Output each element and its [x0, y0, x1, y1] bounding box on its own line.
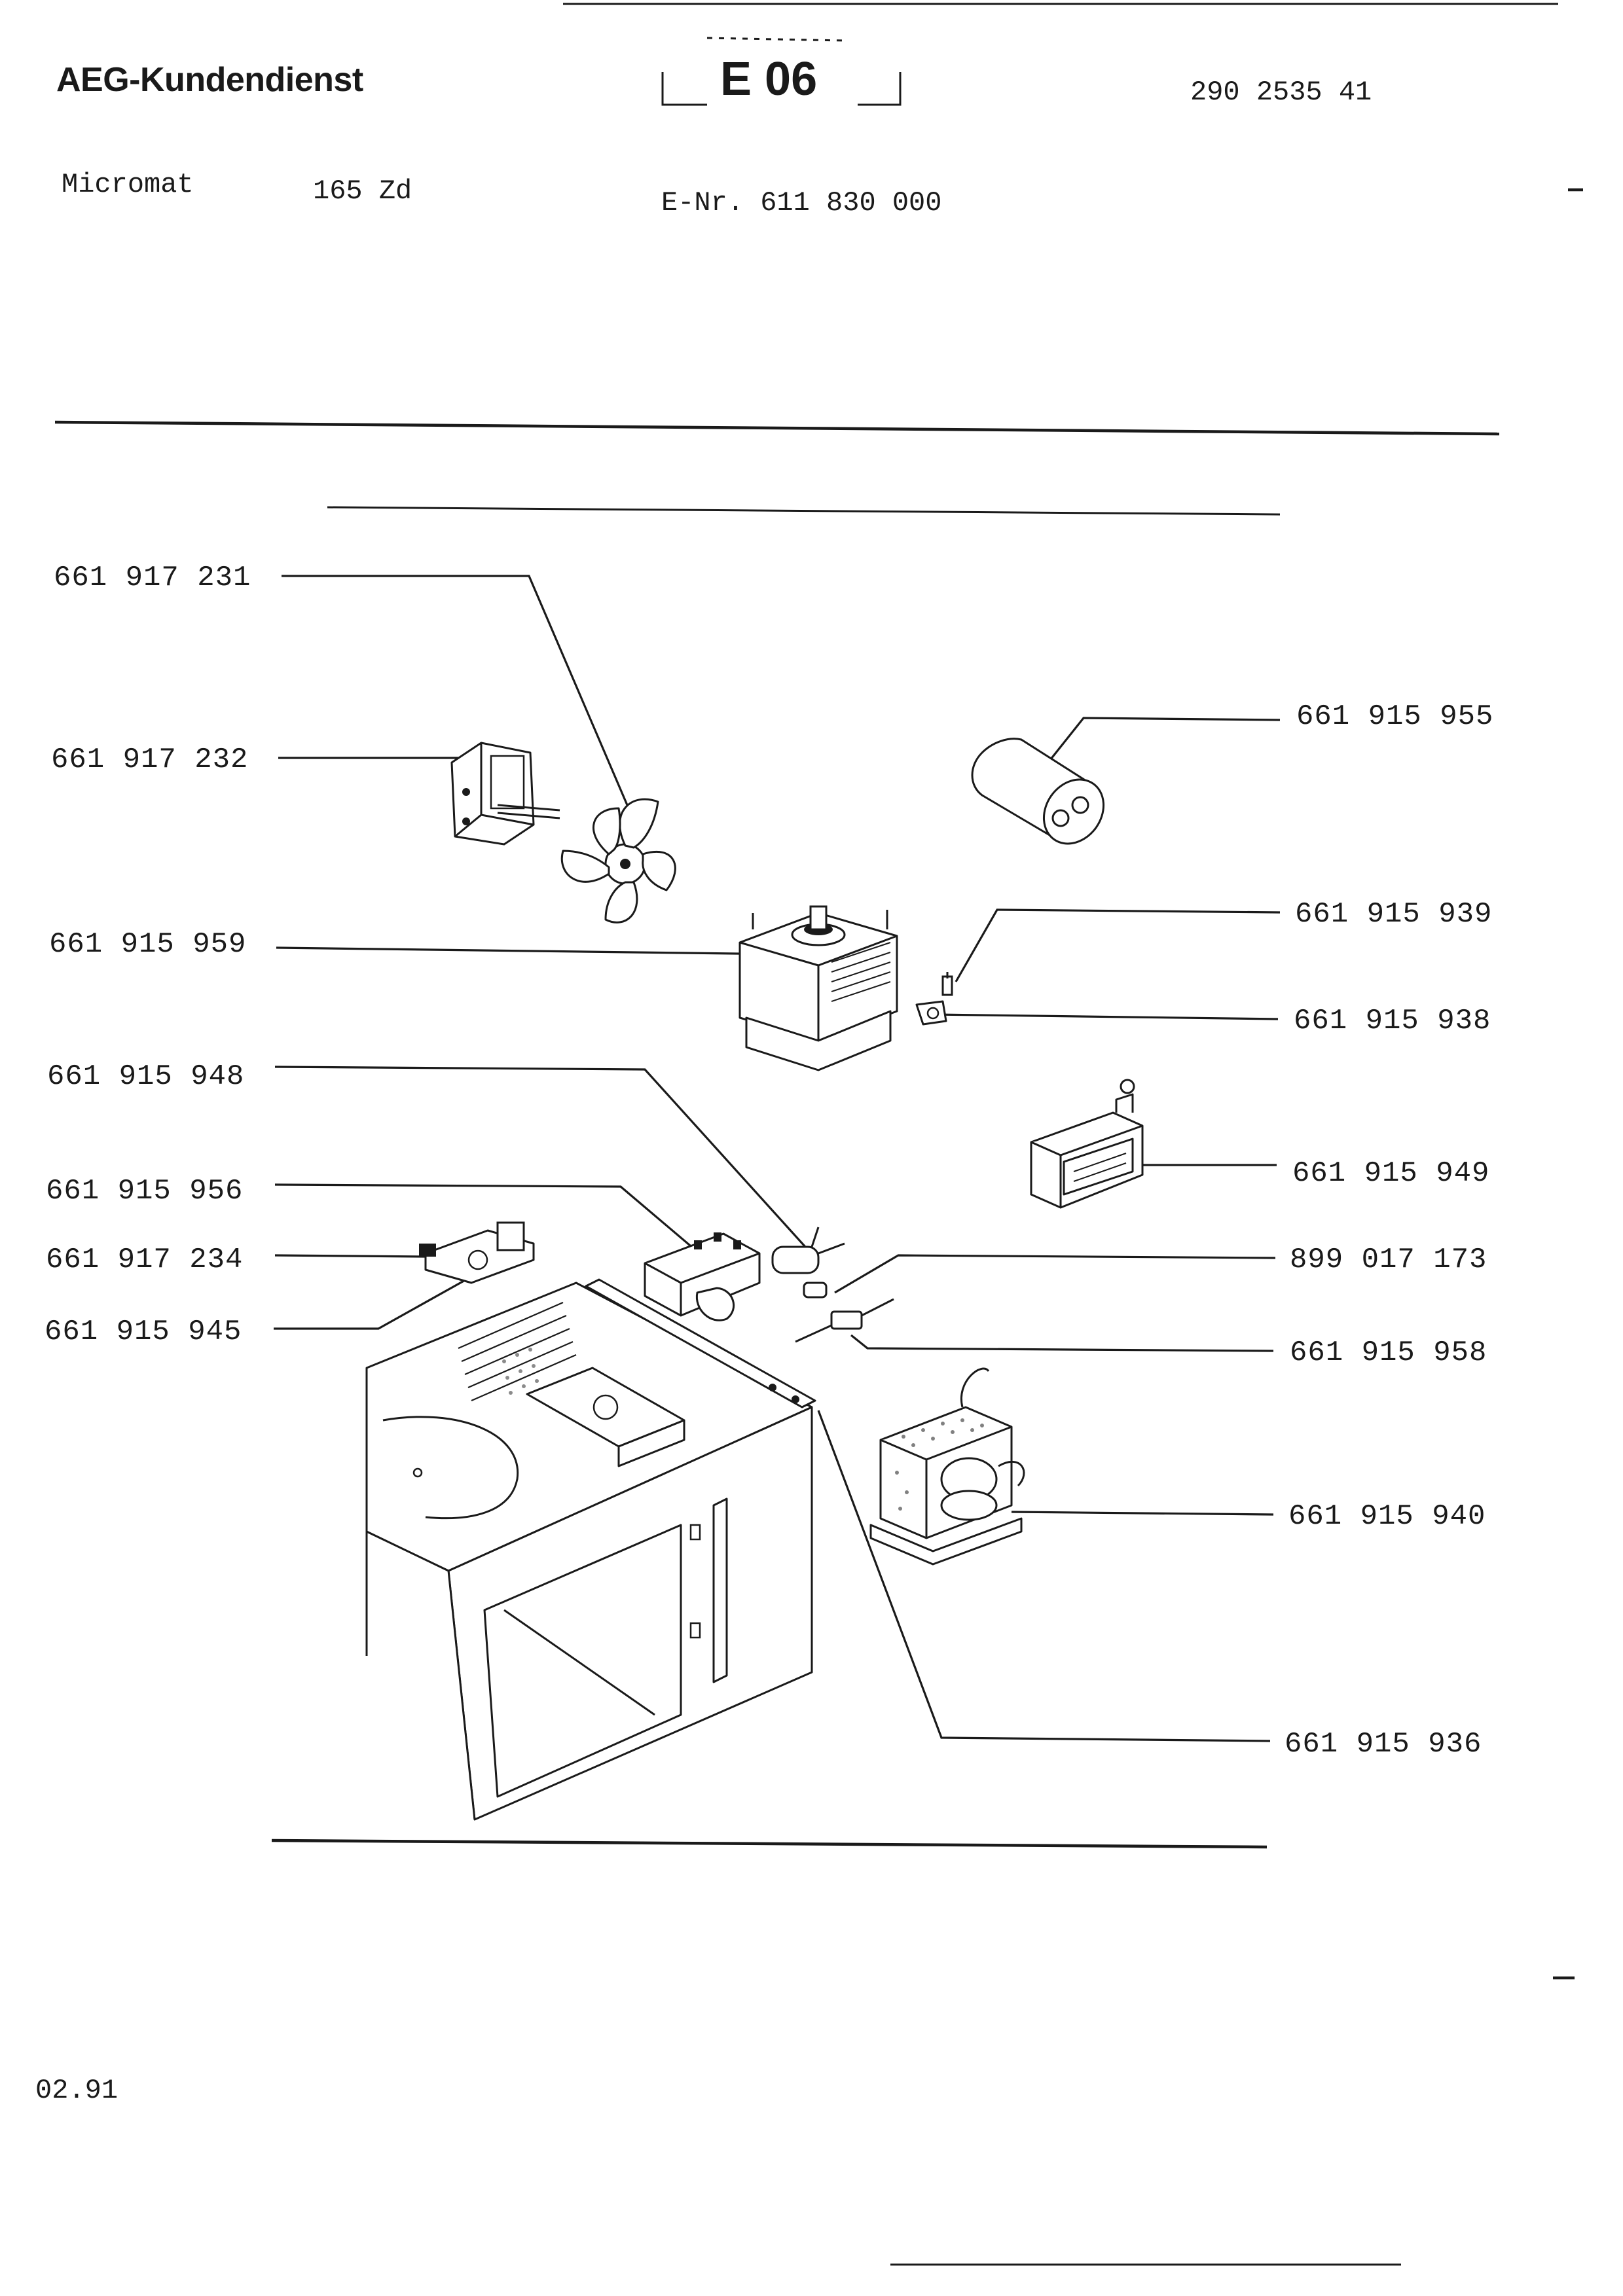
fan-blade-icon [560, 798, 676, 924]
thermo-clip-icon [915, 1000, 947, 1026]
leader-fuse [834, 1254, 1276, 1294]
leader-switch-bracket [274, 1183, 708, 1261]
leader-door-latch-bracket [817, 1410, 1271, 1742]
leader-fan-blade [282, 575, 629, 806]
diagram-frame-bottom [271, 1839, 1267, 1849]
leader-thermo-clip [932, 1013, 1279, 1020]
leader-capacitor-small [274, 1066, 807, 1248]
diagram-frame-top [327, 506, 1281, 516]
fuse-icon [803, 1282, 828, 1299]
leader-thermal-switch [274, 1254, 426, 1258]
part-number-hv-transformer: 661 915 940 [1288, 1500, 1486, 1533]
thermostat-icon [941, 972, 953, 996]
leader-oven-housing [274, 1272, 479, 1330]
part-number-lamp-holder: 661 915 949 [1292, 1157, 1490, 1190]
lamp-holder-icon [1030, 1079, 1144, 1209]
leader-magnetron [276, 946, 786, 956]
oven-housing-icon [365, 1282, 813, 1821]
model-variant: 165 Zd [313, 175, 412, 207]
e-number: E-Nr. 611 830 000 [661, 187, 942, 219]
part-number-door-latch-bracket: 661 915 936 [1285, 1728, 1482, 1761]
leader-thermostat [955, 908, 1281, 982]
part-number-magnetron: 661 915 959 [49, 928, 247, 961]
fan-motor-icon [450, 742, 560, 846]
leader-hv-diode [850, 1334, 1274, 1352]
part-number-thermostat: 661 915 939 [1295, 898, 1493, 931]
part-number-oven-housing: 661 915 945 [45, 1316, 242, 1348]
part-number-hv-capacitor: 661 915 955 [1296, 700, 1494, 733]
hv-transformer-icon [869, 1367, 1025, 1566]
leader-hv-capacitor [1036, 717, 1281, 776]
brand-title: AEG-Kundendienst [56, 61, 363, 99]
part-number-hv-diode: 661 915 958 [1290, 1336, 1487, 1369]
thermal-switch-icon [419, 1221, 535, 1284]
part-number-thermo-clip: 661 915 938 [1294, 1005, 1491, 1037]
magnetron-icon [739, 905, 898, 1071]
part-number-capacitor-small: 661 915 948 [47, 1060, 245, 1093]
part-number-thermal-switch: 661 917 234 [46, 1244, 244, 1276]
leader-lines [274, 575, 1281, 1742]
hv-capacitor-icon [971, 738, 1105, 845]
part-number-fan-motor: 661 917 232 [51, 744, 249, 776]
hv-diode-icon [795, 1298, 894, 1343]
part-number-fan-blade: 661 917 231 [54, 562, 251, 594]
switch-bracket-icon [644, 1232, 761, 1321]
door-latch-bracket-icon [585, 1278, 816, 1408]
capacitor-small-icon [771, 1227, 845, 1274]
header-separator [54, 420, 1500, 436]
document-number: 290 2535 41 [1190, 77, 1372, 108]
leader-hv-transformer [1011, 1511, 1274, 1516]
section-code-frame [661, 37, 902, 106]
part-number-fuse: 899 017 173 [1290, 1244, 1487, 1276]
section-code: E 06 [720, 53, 818, 105]
issue-date: 02.91 [35, 2075, 119, 2106]
model-name: Micromat [62, 169, 194, 200]
part-number-switch-bracket: 661 915 956 [46, 1175, 244, 1208]
